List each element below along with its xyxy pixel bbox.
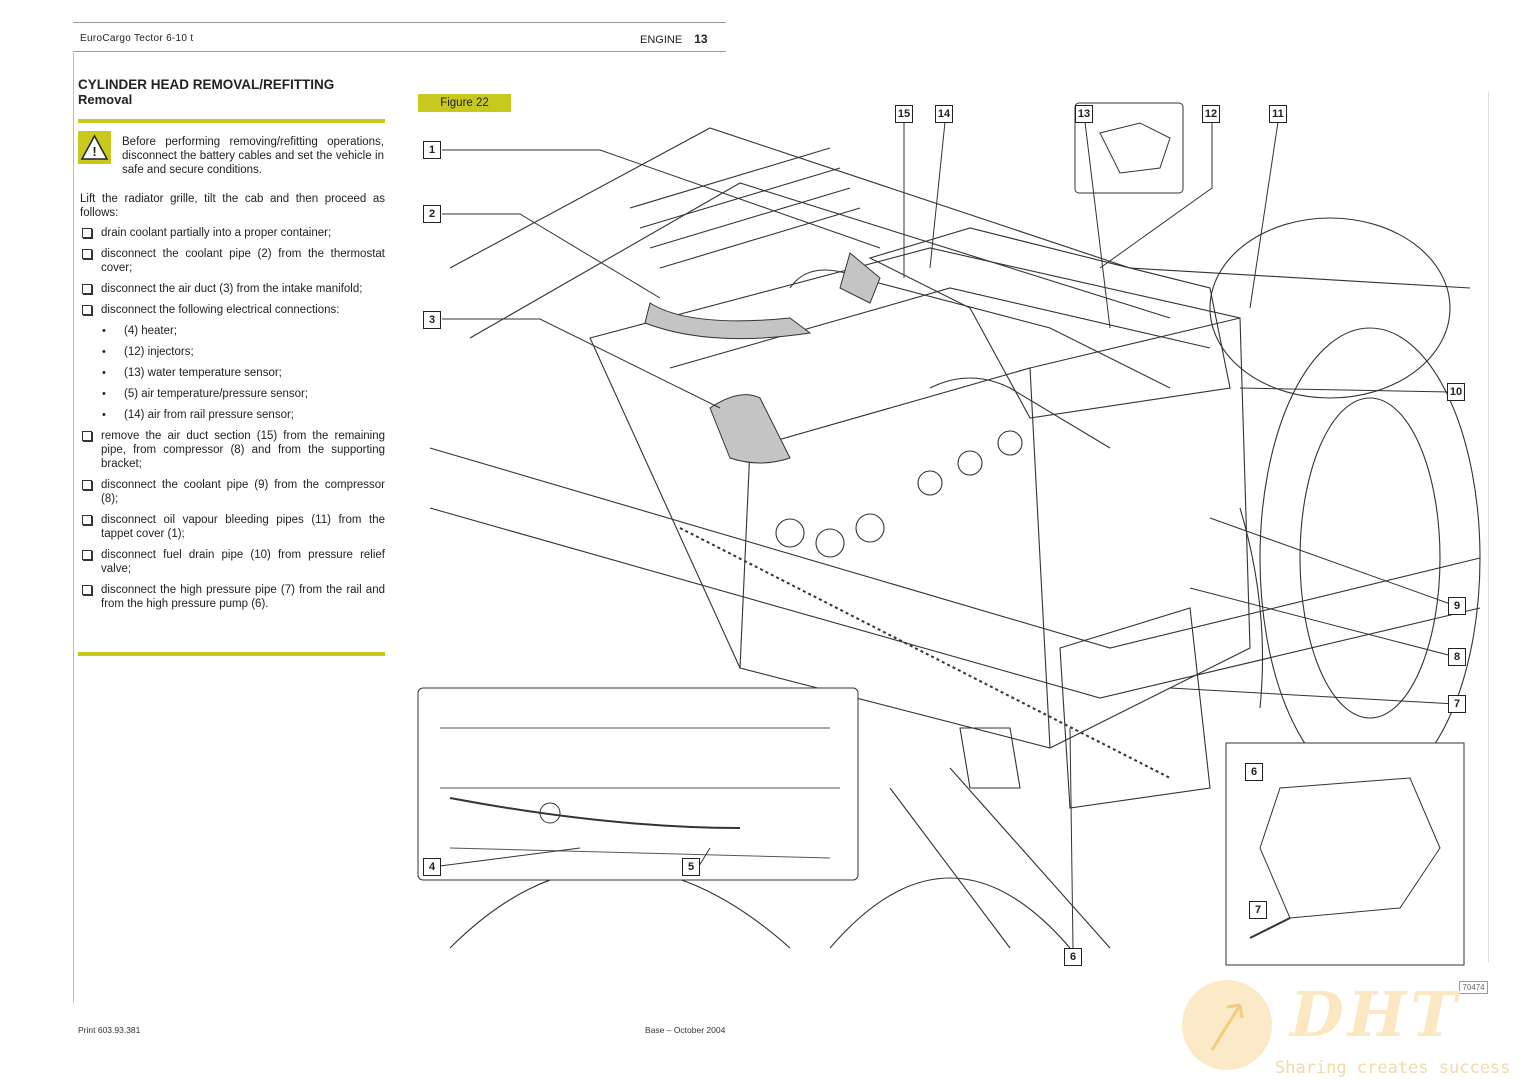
bullet-icon: • — [102, 388, 106, 400]
checkbox-icon — [82, 431, 92, 441]
callout-14: 14 — [935, 105, 953, 123]
left-margin-rule — [73, 53, 74, 1003]
section-subtitle: Removal — [78, 92, 133, 107]
checkbox-icon — [82, 228, 92, 238]
section-heading: CYLINDER HEAD REMOVAL/REFITTING Removal — [78, 77, 334, 107]
callout-2: 2 — [423, 205, 441, 223]
watermark-tagline: Sharing creates success — [1275, 1058, 1511, 1078]
checkbox-icon — [82, 585, 92, 595]
warning-text: Before performing removing/refitting ope… — [122, 136, 384, 176]
callout-15: 15 — [895, 105, 913, 123]
callout-13: 13 — [1075, 105, 1093, 123]
checkbox-icon — [82, 550, 92, 560]
bullet-icon: • — [102, 367, 106, 379]
checkbox-icon — [82, 284, 92, 294]
watermark-logo: DHT — [1290, 978, 1461, 1051]
callout-5: 5 — [682, 858, 700, 876]
list-item: drain coolant partially into a proper co… — [80, 226, 385, 240]
engine-illustration — [417, 102, 1481, 966]
checkbox-icon — [82, 249, 92, 259]
figure-code: 70474 — [1459, 981, 1488, 994]
list-item: disconnect the air duct (3) from the int… — [80, 282, 385, 296]
bullet-icon: • — [102, 346, 106, 358]
procedure-body: Lift the radiator grille, tilt the cab a… — [80, 192, 385, 618]
checkbox-icon — [82, 515, 92, 525]
sub-list-item: •(13) water temperature sensor; — [102, 367, 282, 379]
sub-list-item: •(12) injectors; — [102, 346, 194, 358]
callout-10: 10 — [1447, 383, 1465, 401]
intro-text: Lift the radiator grille, tilt the cab a… — [80, 193, 385, 219]
section-title: CYLINDER HEAD REMOVAL/REFITTING — [78, 77, 335, 92]
callout-8: 8 — [1448, 648, 1466, 666]
accent-bar-top — [78, 119, 385, 123]
footer-print: Print 603.93.381 — [78, 1025, 141, 1035]
callout-6-inset: 6 — [1245, 763, 1263, 781]
page-number: 13 — [694, 32, 708, 46]
section-name: ENGINE — [640, 34, 683, 46]
accent-bar-bottom — [78, 652, 385, 656]
callout-7-inset: 7 — [1249, 901, 1267, 919]
callout-3: 3 — [423, 311, 441, 329]
bullet-icon: • — [102, 409, 106, 421]
list-item: disconnect the coolant pipe (9) from the… — [80, 478, 385, 506]
callout-12: 12 — [1202, 105, 1220, 123]
list-item: disconnect the following electrical conn… — [80, 303, 385, 317]
bullet-icon: • — [102, 325, 106, 337]
callout-9: 9 — [1448, 597, 1466, 615]
watermark-logo-icon — [1182, 980, 1272, 1070]
list-item: disconnect fuel drain pipe (10) from pre… — [80, 548, 385, 576]
right-margin-rule — [1488, 92, 1489, 962]
footer-base: Base – October 2004 — [645, 1025, 726, 1035]
list-item: disconnect oil vapour bleeding pipes (11… — [80, 513, 385, 541]
warning-triangle-icon: ! — [78, 131, 111, 164]
checkbox-icon — [82, 480, 92, 490]
header-section: ENGINE 13 — [640, 32, 708, 46]
checkbox-icon — [82, 305, 92, 315]
header-book-title: EuroCargo Tector 6-10 t — [80, 33, 194, 44]
figure-label: Figure 22 — [418, 94, 511, 112]
callout-11: 11 — [1269, 105, 1287, 123]
callout-4: 4 — [423, 858, 441, 876]
callout-7: 7 — [1448, 695, 1466, 713]
callout-6: 6 — [1064, 948, 1082, 966]
list-item: disconnect the coolant pipe (2) from the… — [80, 247, 385, 275]
sub-list-item: •(5) air temperature/pressure sensor; — [102, 388, 309, 400]
sub-list-item: •(4) heater; — [102, 325, 178, 337]
list-item: remove the air duct section (15) from th… — [80, 429, 385, 471]
list-item: disconnect the high pressure pipe (7) fr… — [80, 583, 385, 611]
callout-1: 1 — [423, 141, 441, 159]
sub-list-item: •(14) air from rail pressure sensor; — [102, 409, 294, 421]
svg-text:!: ! — [92, 144, 96, 159]
